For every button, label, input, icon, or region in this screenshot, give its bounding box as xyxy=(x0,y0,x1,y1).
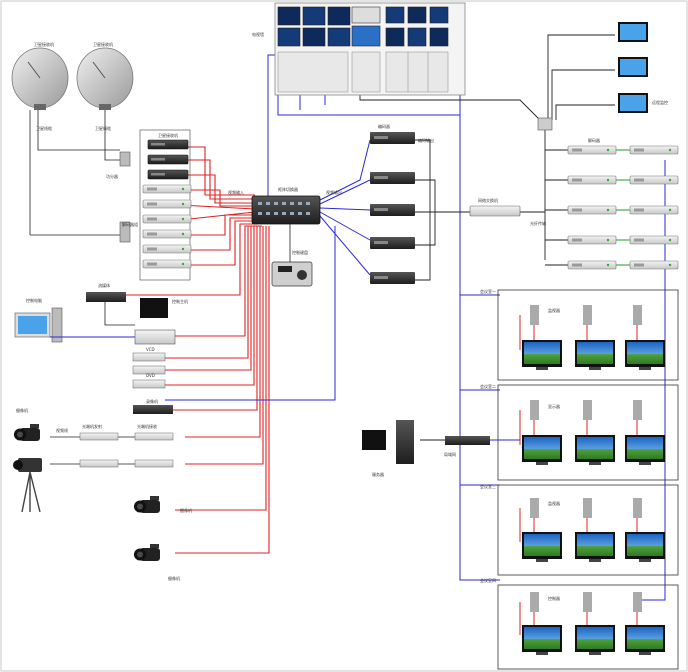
room4-label: 会议室四 xyxy=(480,577,496,583)
matrix-out-label: 视频输出 xyxy=(326,189,342,195)
connection-lines xyxy=(29,34,666,601)
room-4: 会议室四 控制器 xyxy=(480,577,679,670)
mon-label: 监视器 xyxy=(548,500,560,506)
av2-label: DVD xyxy=(146,373,155,378)
cam-room-label: 摄像机 xyxy=(16,407,28,413)
tripod-camera-icon xyxy=(13,458,42,513)
encoder-label: 编码器 xyxy=(378,123,390,129)
video-camera-icon: 摄像机 xyxy=(134,496,192,513)
pc-box-label: 控制主机 xyxy=(172,298,188,304)
camcorder-label: 摄像机 xyxy=(168,575,180,581)
network-switch-icon: 网络交换机 xyxy=(469,197,521,217)
sat-cable-label: 卫星线缆 xyxy=(36,125,52,131)
fiber-tx-label: 光端机发射 xyxy=(82,423,102,429)
encoder-out-label: 编码输出 xyxy=(418,137,434,143)
av4-label: 录像机 xyxy=(146,398,158,404)
projector-icon: 流媒体 xyxy=(86,282,126,302)
tuner-label: 卫星接收机 xyxy=(158,132,178,138)
tv-mon-label: 显示器 xyxy=(548,404,560,409)
splitter-label: 解码器组 xyxy=(122,221,138,227)
decoder-label: 解码器 xyxy=(588,137,600,143)
matrix-label: 矩阵切换器 xyxy=(278,186,298,192)
switch-out-label: 光纤传输 xyxy=(530,220,546,226)
lan-switch: 局域网 xyxy=(444,436,490,457)
pc-label: 控制电脑 xyxy=(26,297,42,303)
projector-label: 流媒体 xyxy=(98,282,110,288)
room2-label: 会议室二 xyxy=(480,383,496,389)
lan-label: 局域网 xyxy=(444,451,456,457)
satellite-dish-icon: 卫星接收机 xyxy=(76,41,134,110)
splitter-label: 功分器 xyxy=(106,173,118,179)
room-3: 会议室三 监视器 xyxy=(480,483,679,576)
fiber-rx-label: 光端机接收 xyxy=(137,423,157,429)
cam-line-label: 视频线 xyxy=(56,427,68,433)
tuner-stack: 卫星接收机 xyxy=(139,129,192,281)
sat-cable-label: 卫星线缆 xyxy=(95,125,111,131)
remote-label: 远程监控 xyxy=(652,99,668,105)
tv-wall xyxy=(277,6,449,47)
room-wiring xyxy=(519,315,638,635)
pc-monitor: 控制电脑 xyxy=(14,297,63,343)
remote-monitors: 远程监控 xyxy=(618,22,668,113)
decoder-column: 解码器 xyxy=(567,137,679,270)
sat1-label: 卫星接收机 xyxy=(34,41,54,47)
mon-label: 监视器 xyxy=(548,307,560,313)
camcorder-label: 摄像机 xyxy=(180,507,192,513)
keyboard-label: 控制键盘 xyxy=(292,249,308,255)
room3-label: 会议室三 xyxy=(480,483,496,489)
splitter-icon xyxy=(119,221,131,243)
encoder-stack: 编码器 编码输出 xyxy=(370,123,434,284)
wall-label: 电视墙 xyxy=(252,31,264,37)
av1-label: VCD xyxy=(146,347,155,352)
server-tower-icon: 服务器 xyxy=(362,420,414,477)
room-1: 会议室一 监视器 xyxy=(480,288,679,381)
computer-icon: 控制主机 xyxy=(134,298,188,345)
matrix-in-label: 视频输入 xyxy=(228,189,244,195)
matrix-switcher-icon: 矩阵切换器 视频输入 视频输出 xyxy=(228,186,342,225)
room-2: 会议室二 显示器 xyxy=(480,383,679,481)
control-keyboard-icon: 控制键盘 xyxy=(271,249,313,287)
splitter-icon xyxy=(119,151,131,167)
switch-label: 网络交换机 xyxy=(478,197,498,203)
satellite-dish-icon: 卫星接收机 xyxy=(11,41,69,110)
splitter-icon xyxy=(537,117,553,131)
sat2-label: 卫星接收机 xyxy=(93,41,113,47)
tv-wall-rack: 电视墙 xyxy=(252,2,466,96)
wall-ctrl-label: 控制器 xyxy=(548,595,560,601)
fiber-pair: 光端机发射 光端机接收 视频线 xyxy=(56,423,174,468)
room1-label: 会议室一 xyxy=(480,288,496,294)
rack-cabinets xyxy=(277,51,449,93)
server-label: 服务器 xyxy=(372,471,384,477)
video-camera-icon: 摄像机 xyxy=(134,544,180,581)
video-camera-icon: 摄像机 xyxy=(14,407,40,441)
av-stack: VCD DVD 录像机 xyxy=(132,347,173,414)
